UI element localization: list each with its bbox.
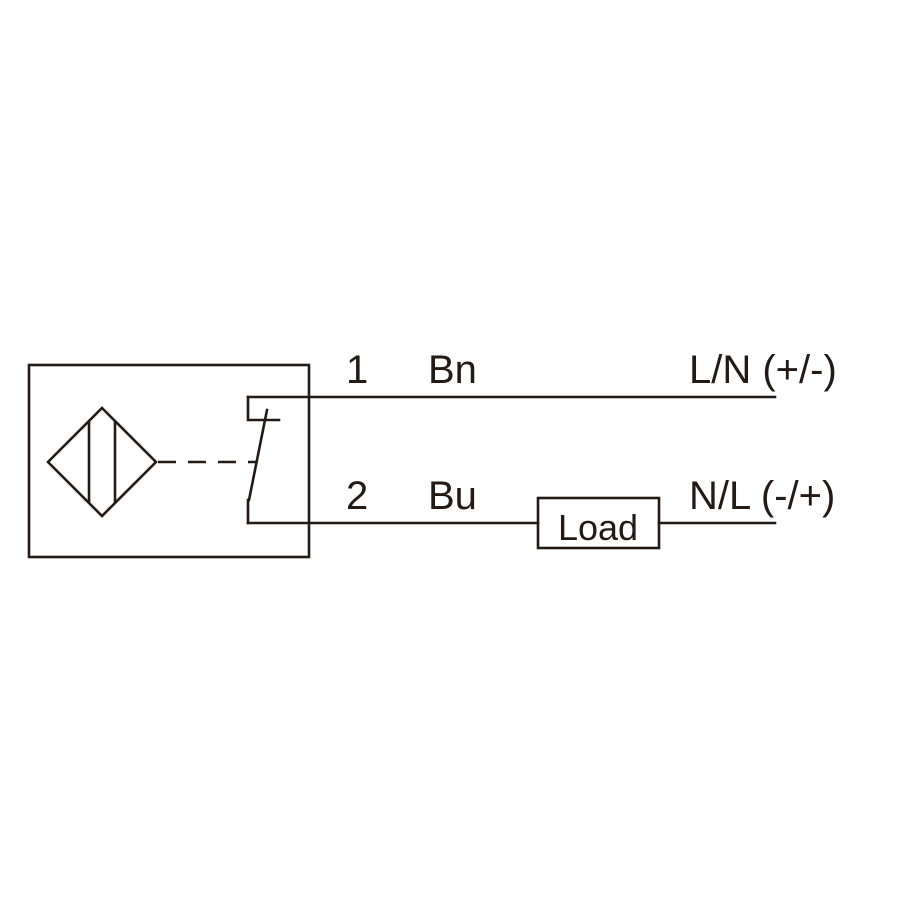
inductive-sensor-symbol-icon <box>46 406 158 518</box>
wire-2-pin-number: 2 <box>346 474 368 518</box>
sensor-housing <box>27 363 311 559</box>
wire-1-color-code: Bn <box>428 348 477 392</box>
normally-open-switch-icon <box>246 395 281 525</box>
load-label: Load <box>558 507 638 548</box>
wire-2-terminal-label: N/L (-/+) <box>689 474 835 518</box>
wire-1-pin-number: 1 <box>346 348 368 392</box>
wire-1-terminal-label: L/N (+/-) <box>689 348 837 392</box>
switch-blade <box>247 408 269 502</box>
switch-upper-terminal <box>246 395 281 422</box>
sensor-diamond <box>46 406 158 518</box>
wire-2-color-code: Bu <box>428 474 477 518</box>
